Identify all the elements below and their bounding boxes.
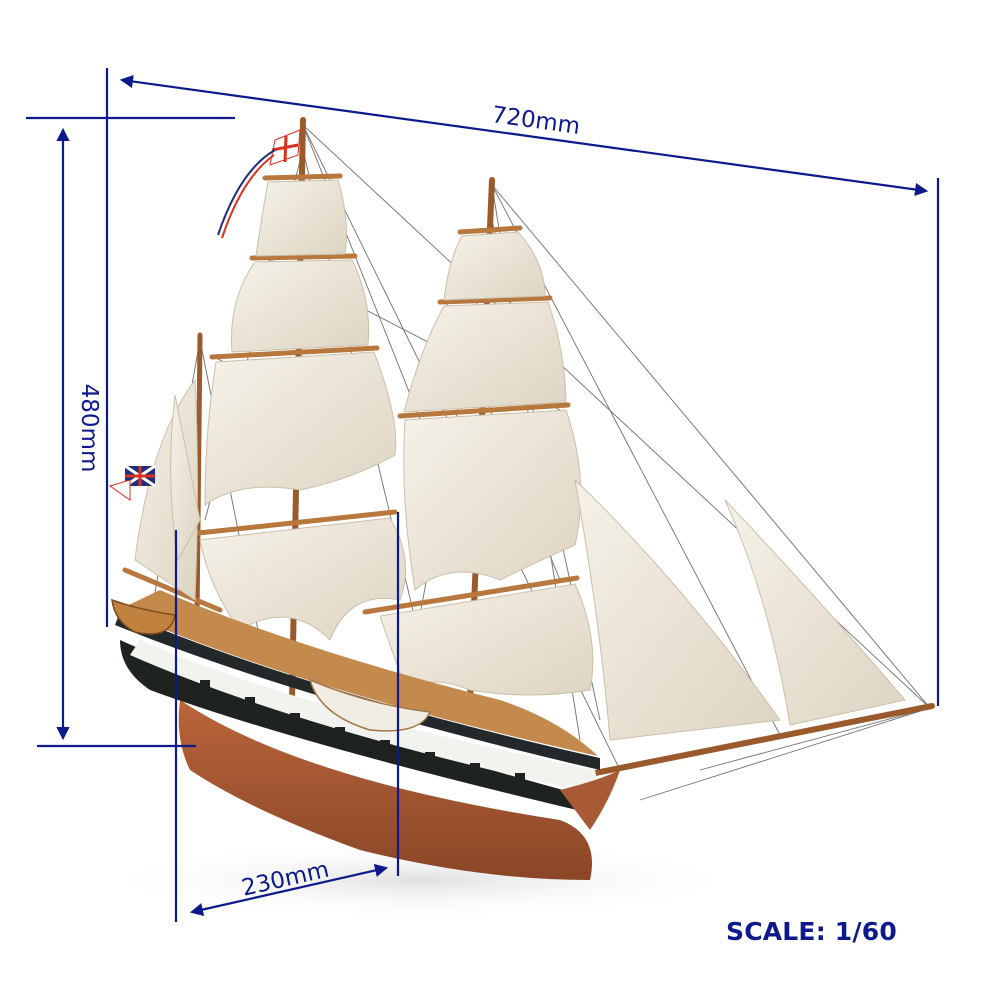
ship-boat [308,678,432,732]
jib-sails [574,478,906,741]
scale-label: SCALE: 1/60 [726,917,897,946]
spanker-sails [134,378,201,601]
mainmast-sails [199,179,407,641]
mizzen-mast [194,332,203,623]
length-label: 720mm [490,102,581,140]
model-ship [108,117,935,880]
stern-boat [111,598,176,635]
dimension-overlay [26,68,940,922]
height-label: 480mm [76,384,102,473]
beam-arrow [189,863,389,917]
length-arrow [119,74,929,197]
hull [111,590,620,880]
ensign-flag [108,464,156,501]
bowsprit [557,703,935,783]
foremast-sails [379,231,594,702]
